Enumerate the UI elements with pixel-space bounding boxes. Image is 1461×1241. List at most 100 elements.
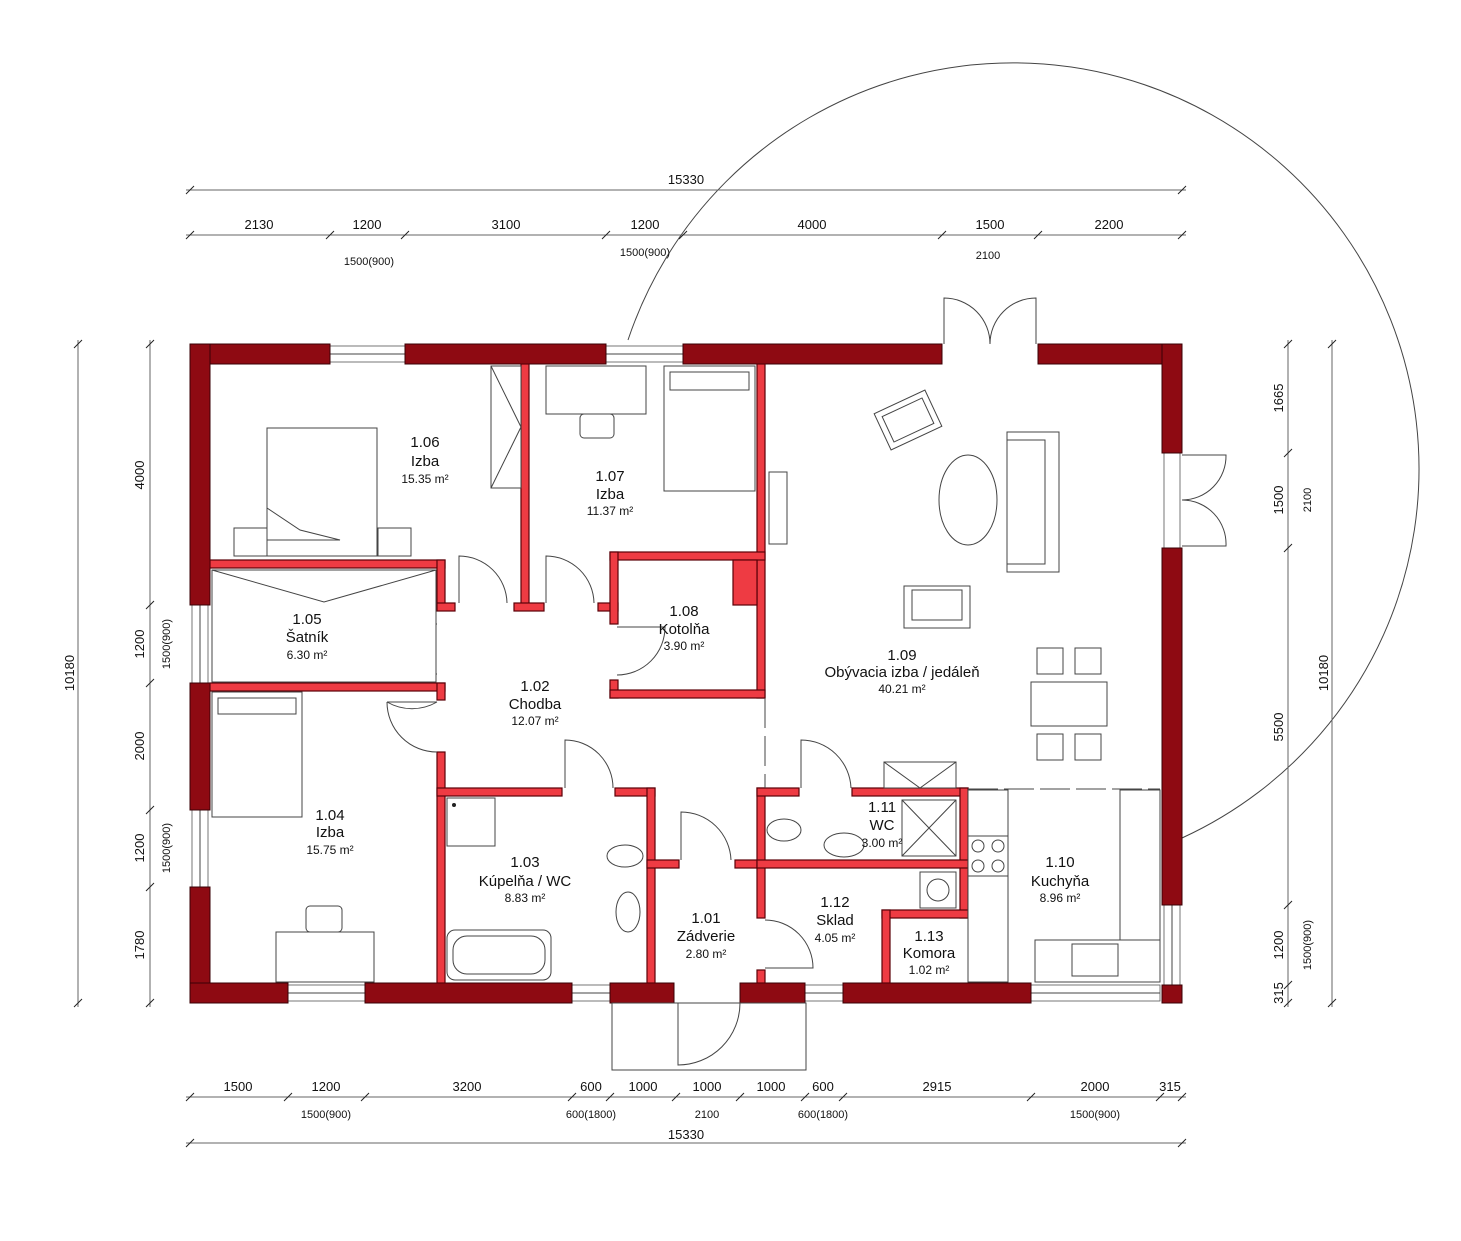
plan-shape <box>145 882 155 892</box>
label-text: Šatník <box>286 629 329 646</box>
plan-shape <box>436 751 446 984</box>
plan-shape <box>959 787 969 919</box>
plan-shape <box>971 859 985 873</box>
plan-shape <box>145 339 155 349</box>
plan-shape <box>1177 230 1187 240</box>
nightstand <box>377 527 412 557</box>
plan-shape <box>145 998 155 1008</box>
dim-top: 2130 <box>245 217 274 232</box>
dim-top-sub: 1500(900) <box>344 256 394 268</box>
dim-left: 1780 <box>132 931 147 960</box>
dim-bottom: 1000 <box>629 1079 658 1094</box>
plan-shape <box>678 230 688 240</box>
dim-bottom-sub: 2100 <box>695 1109 719 1121</box>
dim-bottom: 2000 <box>1081 1079 1110 1094</box>
plan-shape <box>1327 339 1337 349</box>
dim-left-sub: 1500(900) <box>161 823 173 873</box>
plan-shape <box>1283 339 1293 349</box>
dim-right-sub: 2100 <box>1302 488 1314 512</box>
label-text: 1.05 <box>292 611 321 628</box>
label-text: Kuchyňa <box>1031 873 1090 890</box>
plan-shape <box>756 787 800 797</box>
plan-shape <box>1283 980 1293 990</box>
desk <box>275 931 375 983</box>
plan-shape <box>601 230 611 240</box>
armchair <box>873 389 943 451</box>
chair <box>305 905 343 933</box>
plan-shape <box>756 969 766 984</box>
plan-shape <box>756 787 766 919</box>
dim-left: 2000 <box>132 732 147 761</box>
plan-shape <box>646 859 680 869</box>
label-text: Chodba <box>509 696 562 713</box>
label-text: Izba <box>316 824 345 841</box>
label-text: Kúpelňa / WC <box>479 873 572 890</box>
plan-shape <box>325 230 335 240</box>
label-text: 1.02 m² <box>909 963 950 977</box>
dim-bottom: 600 <box>812 1079 834 1094</box>
plan-shape <box>1037 343 1183 365</box>
label-text: 1.04 <box>315 807 344 824</box>
plan-shape <box>842 982 1032 1004</box>
dim-right: 315 <box>1271 982 1286 1004</box>
label-text: 12.07 m² <box>511 714 558 728</box>
plan-shape <box>883 761 957 789</box>
plan-shape <box>520 363 530 611</box>
plan-shape <box>189 343 331 365</box>
dim-top: 3100 <box>492 217 521 232</box>
dim-bottom: 1000 <box>693 1079 722 1094</box>
wardrobe <box>490 365 522 489</box>
dim-bottom: 1000 <box>757 1079 786 1094</box>
plan-shape <box>1181 454 1227 501</box>
dim-top-sub: 2100 <box>976 250 1000 262</box>
label-text: 4.05 m² <box>815 931 856 945</box>
dim-bottom: 315 <box>1159 1079 1181 1094</box>
plan-shape <box>217 697 297 715</box>
plan-shape <box>1036 733 1064 761</box>
plan-shape <box>669 371 750 391</box>
dim-bottom: 2915 <box>923 1079 952 1094</box>
plan-shape <box>145 678 155 688</box>
label-text: 1.13 <box>914 928 943 945</box>
toilet <box>766 818 802 842</box>
plan-shape <box>881 397 935 443</box>
label-text: Sklad <box>816 912 854 929</box>
plan-shape <box>73 339 83 349</box>
dim-bottom-sub: 1500(900) <box>1070 1109 1120 1121</box>
label-text: 15.75 m² <box>306 843 353 857</box>
plan-shape <box>1177 185 1187 195</box>
plan-shape <box>283 1092 293 1102</box>
plan-shape <box>1033 230 1043 240</box>
plan-shape <box>611 1002 807 1071</box>
plan-shape <box>971 839 985 853</box>
dim-bottom-total: 15330 <box>668 1127 704 1142</box>
label-text: 3.00 m² <box>862 836 903 850</box>
nightstand <box>233 527 268 557</box>
label-text: Kotolňa <box>659 621 711 638</box>
plan-shape <box>800 1092 810 1102</box>
dim-left-total: 10180 <box>62 655 77 691</box>
table <box>938 454 998 546</box>
plan-shape <box>490 365 522 489</box>
plan-shape <box>1026 1092 1036 1102</box>
plan-shape <box>189 682 211 811</box>
plan-shape <box>436 602 456 612</box>
label-text: 1.03 <box>510 854 539 871</box>
label-text: 11.37 m² <box>587 504 633 518</box>
plan-shape <box>1163 452 1181 549</box>
plan-shape <box>926 878 950 902</box>
plan-shape <box>764 919 814 969</box>
dim-bottom-sub: 600(1800) <box>798 1109 848 1121</box>
label-text: 1.07 <box>595 468 624 485</box>
dim-right: 5500 <box>1271 713 1286 742</box>
dim-top: 1200 <box>631 217 660 232</box>
